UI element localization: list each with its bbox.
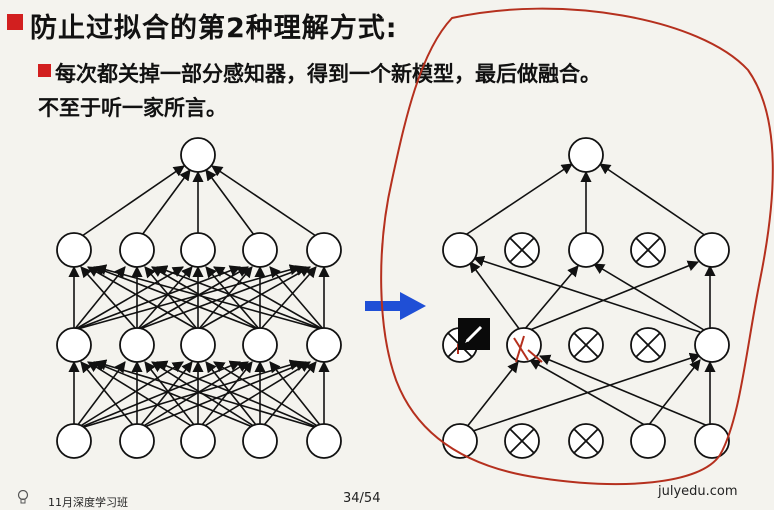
hidden1-neuron (694, 327, 730, 363)
hidden2-neuron (442, 232, 478, 268)
hidden2-neuron (119, 232, 155, 268)
hidden1-neuron (306, 327, 342, 363)
dropped-neuron-icon (504, 232, 540, 268)
bulb-icon (17, 490, 29, 504)
bullet-text-line1: 每次都关掉一部分感知器，得到一个新模型，最后做融合。 (55, 62, 601, 86)
dropped-neuron-icon (504, 423, 540, 459)
slide-title: 防止过拟合的第2种理解方式: (30, 13, 398, 44)
dropped-neuron-icon (630, 232, 666, 268)
footer-site: julyedu.com (658, 484, 738, 499)
dropped-neuron-icon (568, 423, 604, 459)
pen-icon (465, 325, 483, 343)
hidden1-neuron (56, 327, 92, 363)
hidden2-neuron (180, 232, 216, 268)
footer-course: 11月深度学习班 (48, 496, 128, 509)
hidden2-neuron (56, 232, 92, 268)
hidden2-neuron (694, 232, 730, 268)
input-neuron (694, 423, 730, 459)
output-neuron (568, 137, 604, 173)
page-number: 34/54 (343, 491, 381, 506)
output-neuron (180, 137, 216, 173)
input-neuron (242, 423, 278, 459)
hidden2-neuron (568, 232, 604, 268)
transform-arrow-icon (365, 292, 426, 320)
input-neuron (630, 423, 666, 459)
dropped-neuron-icon (568, 327, 604, 363)
sub-bullet-icon (38, 64, 51, 77)
hidden1-neuron (119, 327, 155, 363)
hidden2-neuron (242, 232, 278, 268)
input-neuron (56, 423, 92, 459)
input-neuron (306, 423, 342, 459)
hidden2-neuron (306, 232, 342, 268)
dropped-neuron-icon (630, 327, 666, 363)
dropout-network (442, 137, 730, 459)
hidden1-neuron (242, 327, 278, 363)
input-neuron (180, 423, 216, 459)
bullet-text-line2: 不至于听一家所言。 (38, 96, 227, 120)
title-bullet-icon (7, 14, 23, 30)
pen-tool-button[interactable] (458, 318, 490, 350)
input-neuron (119, 423, 155, 459)
full-network (56, 137, 342, 459)
hidden1-neuron (180, 327, 216, 363)
